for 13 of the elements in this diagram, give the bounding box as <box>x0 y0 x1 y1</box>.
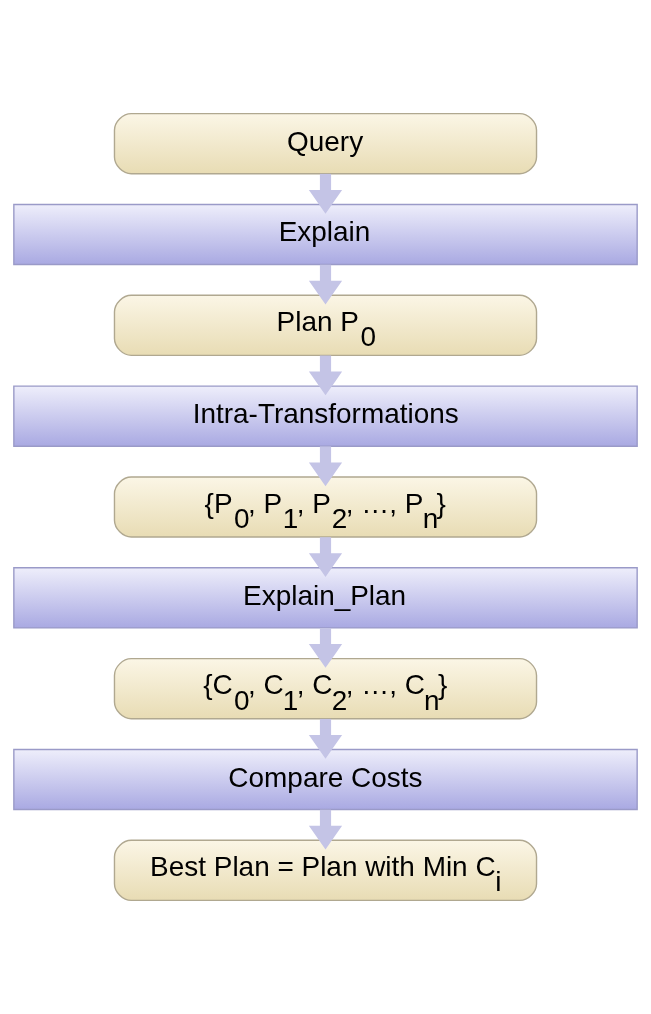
arrow <box>308 446 343 487</box>
node-box: Explain_Plan <box>13 567 638 629</box>
node-box: Query <box>113 112 538 175</box>
arrow <box>308 537 343 577</box>
arrow <box>308 173 343 214</box>
arrow <box>308 628 343 668</box>
arrow <box>308 355 343 396</box>
node-box: Compare Costs <box>13 748 638 811</box>
node-box: Explain <box>13 203 638 266</box>
arrow <box>308 809 343 850</box>
node-box: Intra-Transformations <box>13 385 638 447</box>
arrow <box>308 718 343 759</box>
arrow <box>308 264 343 305</box>
